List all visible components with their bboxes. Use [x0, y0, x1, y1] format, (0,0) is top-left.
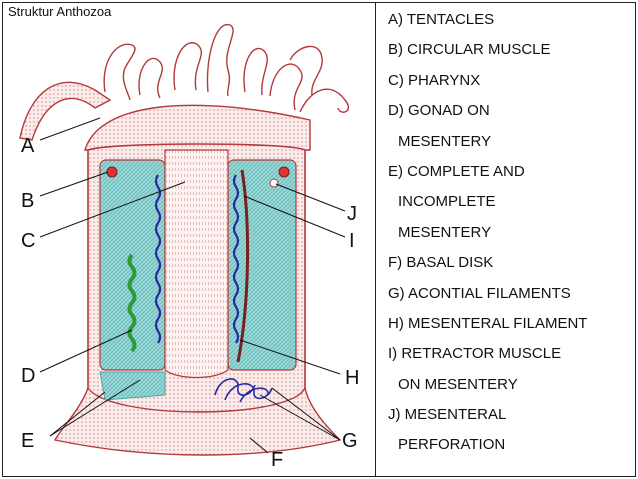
label-h: H — [345, 367, 359, 389]
gonad — [127, 253, 137, 353]
legend-item-e-cont-1: INCOMPLETE — [398, 193, 496, 211]
legend-item-j: J) MESENTERAL — [388, 406, 507, 424]
mesenteral-filament-left — [154, 174, 162, 344]
diagram-title: Struktur Anthozoa — [8, 4, 112, 19]
column-divider — [375, 2, 376, 477]
label-e: E — [21, 430, 34, 452]
legend-item-f: F) BASAL DISK — [388, 254, 494, 272]
legend-item-d: D) GONAD ON — [388, 102, 490, 120]
anthozoa-diagram: A B C D E F G H I J — [19, 24, 359, 471]
legend-item-e: E) COMPLETE AND — [388, 162, 525, 180]
pharynx — [164, 149, 229, 379]
oral-disc — [84, 104, 311, 151]
mesenteral-perforation — [269, 178, 279, 188]
circular-muscle-right — [278, 166, 290, 178]
label-a: A — [21, 135, 35, 157]
label-i: I — [349, 230, 355, 252]
retractor-muscle — [236, 169, 250, 363]
legend-item-e-cont-2: MESENTERY — [398, 223, 492, 241]
legend-item-c: C) PHARYNX — [388, 71, 481, 89]
circular-muscle — [106, 166, 118, 178]
legend-item-d-cont: MESENTERY — [398, 132, 492, 150]
acontial-filaments — [214, 378, 273, 403]
legend-item-i-cont: ON MESENTERY — [398, 375, 518, 393]
leader-lines — [39, 117, 346, 454]
legend-item-h: H) MESENTERAL FILAMENT — [388, 314, 588, 332]
tentacles — [19, 24, 350, 141]
legend-item-g: G) ACONTIAL FILAMENTS — [388, 284, 571, 302]
legend-item-b: B) CIRCULAR MUSCLE — [388, 41, 551, 59]
label-f: F — [271, 449, 283, 471]
complete-mesentery — [99, 371, 166, 401]
label-b: B — [21, 190, 34, 212]
label-c: C — [21, 230, 35, 252]
legend-item-i: I) RETRACTOR MUSCLE — [388, 345, 562, 363]
legend: A) TENTACLES B) CIRCULAR MUSCLE C) PHARY… — [388, 8, 633, 464]
mesenteral-filament — [232, 174, 240, 344]
label-d: D — [21, 365, 35, 387]
legend-item-a: A) TENTACLES — [388, 11, 495, 28]
label-g: G — [342, 430, 358, 452]
legend-item-j-cont: PERFORATION — [398, 436, 506, 454]
label-j: J — [347, 203, 357, 225]
